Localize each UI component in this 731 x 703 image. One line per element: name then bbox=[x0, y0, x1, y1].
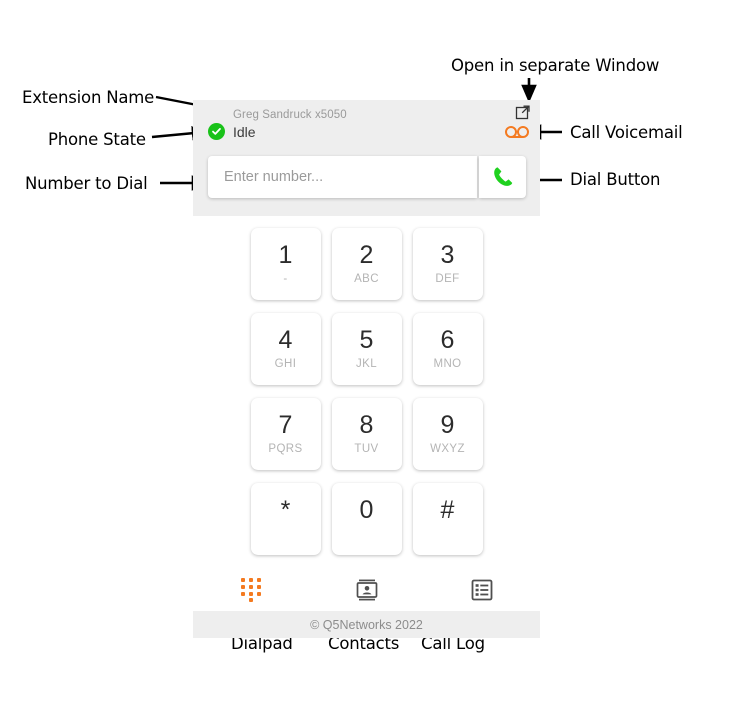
key-sub: GHI bbox=[274, 358, 297, 370]
key-4[interactable]: 4 GHI bbox=[250, 313, 321, 385]
copyright-text: © Q5Networks 2022 bbox=[310, 617, 423, 632]
dial-button[interactable] bbox=[479, 156, 526, 198]
key-digit: # bbox=[440, 496, 455, 524]
annotation-number-to-dial: Number to Dial bbox=[25, 174, 148, 193]
key-hash[interactable]: # bbox=[412, 483, 483, 555]
key-0[interactable]: 0 bbox=[331, 483, 402, 555]
keypad: 1 - 2 ABC 3 DEF 4 GHI 5 JKL 6 MN bbox=[193, 216, 540, 567]
key-digit: 0 bbox=[359, 496, 374, 524]
key-sub: JKL bbox=[355, 358, 378, 370]
key-5[interactable]: 5 JKL bbox=[331, 313, 402, 385]
open-in-new-window-icon[interactable] bbox=[515, 104, 531, 120]
key-sub: - bbox=[283, 273, 288, 285]
key-digit: 8 bbox=[359, 411, 374, 439]
voicemail-icon[interactable] bbox=[505, 125, 529, 139]
key-sub: WXYZ bbox=[430, 443, 465, 455]
extension-name: Greg Sandruck x5050 bbox=[233, 109, 347, 121]
key-digit: 2 bbox=[359, 241, 374, 269]
key-star[interactable]: * bbox=[250, 483, 321, 555]
key-sub: PQRS bbox=[268, 443, 303, 455]
key-2[interactable]: 2 ABC bbox=[331, 228, 402, 300]
annotation-call-log: Call Log bbox=[421, 634, 485, 653]
key-1[interactable]: 1 - bbox=[250, 228, 321, 300]
annotation-dial-button: Dial Button bbox=[570, 170, 661, 189]
nav-item-call-log[interactable] bbox=[424, 579, 540, 601]
keypad-row-3: 7 PQRS 8 TUV 9 WXYZ bbox=[193, 398, 540, 470]
key-7[interactable]: 7 PQRS bbox=[250, 398, 321, 470]
annotation-phone-state: Phone State bbox=[48, 130, 146, 149]
key-sub: TUV bbox=[354, 443, 379, 455]
key-digit: 5 bbox=[359, 326, 374, 354]
call-log-list-icon bbox=[471, 579, 493, 601]
phone-state-row: Idle bbox=[208, 123, 256, 140]
number-to-dial-input[interactable] bbox=[208, 156, 477, 198]
key-digit: 6 bbox=[440, 326, 455, 354]
key-8[interactable]: 8 TUV bbox=[331, 398, 402, 470]
key-digit: * bbox=[280, 496, 291, 524]
dial-row bbox=[208, 156, 526, 198]
key-digit: 9 bbox=[440, 411, 455, 439]
softphone-widget: Greg Sandruck x5050 Idle bbox=[193, 100, 540, 638]
bottom-nav bbox=[193, 567, 540, 611]
phone-state-label: Idle bbox=[233, 123, 256, 140]
contacts-card-icon bbox=[356, 579, 377, 601]
annotation-dialpad: Dialpad bbox=[231, 634, 293, 653]
key-digit: 3 bbox=[440, 241, 455, 269]
key-digit: 7 bbox=[278, 411, 293, 439]
keypad-row-2: 4 GHI 5 JKL 6 MNO bbox=[193, 313, 540, 385]
annotation-contacts: Contacts bbox=[328, 634, 400, 653]
phone-handset-icon bbox=[493, 167, 512, 186]
nav-item-dialpad[interactable] bbox=[193, 577, 309, 603]
key-sub: ABC bbox=[354, 273, 379, 285]
annotation-open-window: Open in separate Window bbox=[451, 56, 660, 75]
key-sub: MNO bbox=[433, 358, 462, 370]
key-6[interactable]: 6 MNO bbox=[412, 313, 483, 385]
check-circle-icon bbox=[208, 123, 225, 140]
key-3[interactable]: 3 DEF bbox=[412, 228, 483, 300]
annotation-call-voicemail: Call Voicemail bbox=[570, 123, 683, 142]
key-digit: 4 bbox=[278, 326, 293, 354]
footer: © Q5Networks 2022 bbox=[193, 611, 540, 638]
key-digit: 1 bbox=[278, 241, 293, 269]
key-9[interactable]: 9 WXYZ bbox=[412, 398, 483, 470]
dialpad-icon bbox=[240, 578, 261, 602]
annotation-extension-name: Extension Name bbox=[22, 88, 155, 107]
widget-header: Greg Sandruck x5050 Idle bbox=[193, 100, 540, 216]
key-sub: DEF bbox=[435, 273, 460, 285]
nav-item-contacts[interactable] bbox=[309, 578, 425, 602]
keypad-row-4: * 0 # bbox=[193, 483, 540, 555]
keypad-row-1: 1 - 2 ABC 3 DEF bbox=[193, 228, 540, 300]
